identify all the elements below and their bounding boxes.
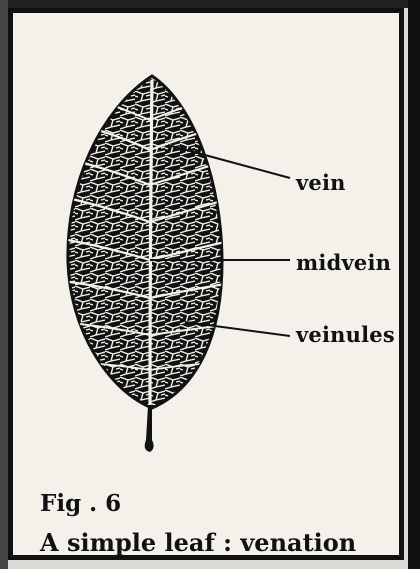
petiole — [145, 406, 154, 452]
figure-caption: A simple leaf : venation — [40, 528, 356, 557]
leaf-blade — [68, 76, 222, 408]
figure-number: Fig . 6 — [40, 490, 121, 517]
label-vein: vein — [296, 170, 346, 195]
label-veinules: veinules — [296, 322, 395, 347]
label-midvein: midvein — [296, 250, 391, 275]
